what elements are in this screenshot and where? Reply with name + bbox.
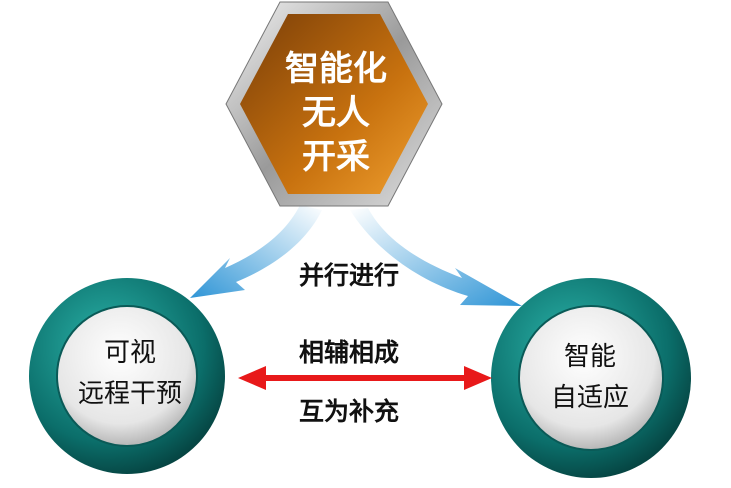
left-line-1: 可视 [104,338,156,368]
label-complement: 相辅相成 [299,338,399,367]
center-line-2: 无人 [302,93,370,133]
left-circle-node: 可视 远程干预 [29,278,225,474]
arrow-to-left [190,205,322,298]
arrow-to-right [350,208,522,306]
right-line-2: 自适应 [551,383,629,413]
center-line-1: 智能化 [285,49,387,89]
left-line-2: 远程干预 [78,379,182,409]
red-double-arrow [238,366,492,390]
label-parallel: 并行进行 [299,261,399,290]
label-supplement: 互为补充 [299,397,399,426]
right-circle-node: 智能 自适应 [491,278,691,478]
center-hexagon-node: 智能化 无人 开采 [225,1,443,207]
center-line-3: 开采 [302,137,370,177]
right-line-1: 智能 [564,342,616,372]
